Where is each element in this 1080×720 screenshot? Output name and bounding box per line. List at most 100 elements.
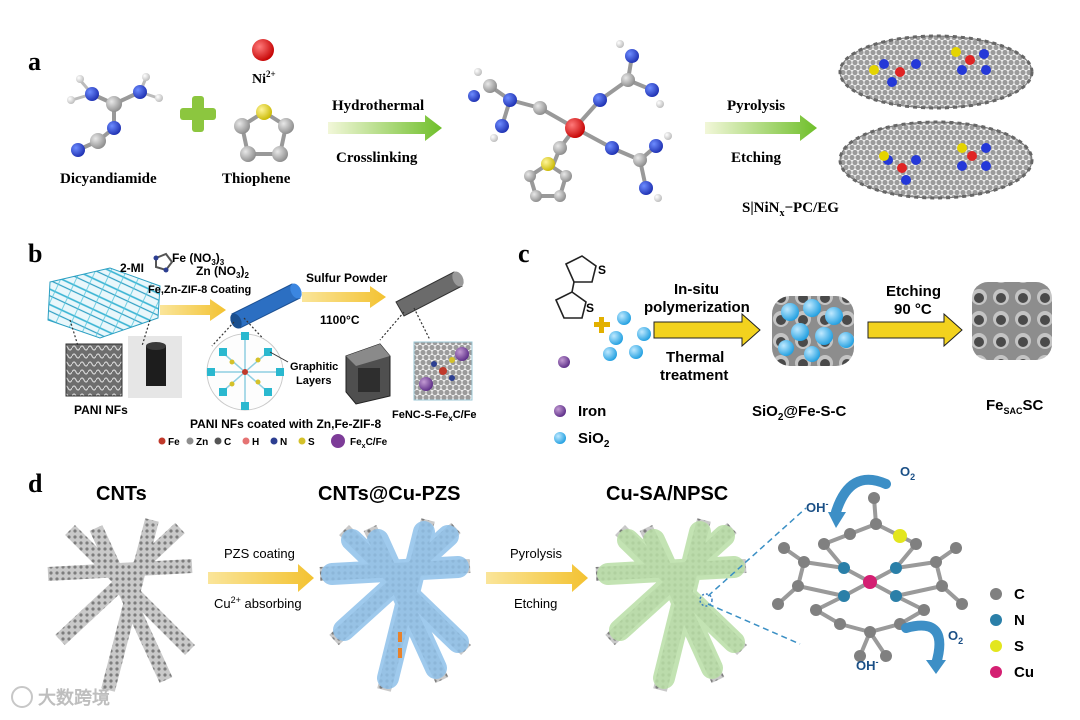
graphitic-pointer (269, 351, 289, 363)
legend-b-label-s: S (308, 437, 315, 448)
fenc-cube (345, 343, 391, 405)
mol-atom-s (893, 529, 907, 543)
mol-atom-c (798, 556, 810, 568)
product-label-a: S|NiNx−PC/EG (742, 200, 839, 219)
porous-carbon-block (972, 282, 1052, 360)
legend-iron-label: Iron (578, 403, 606, 420)
watermark: 大数跨境 (11, 686, 110, 708)
panel-c-letter: c (518, 239, 530, 268)
thiophene-s2: S (586, 301, 594, 315)
pyrolysis-label: Pyrolysis (727, 98, 785, 114)
dicyandiamide-label: Dicyandiamide (60, 171, 157, 187)
legend-d-dot-c (990, 588, 1002, 600)
pani-fiber-mat (47, 267, 161, 339)
sulfur-arrow (302, 286, 386, 308)
2mi-label: 2-MI (120, 261, 144, 275)
cnt-star-green (595, 518, 747, 692)
etching-arrow-c (867, 312, 963, 348)
mol-atom-n (838, 562, 850, 574)
etching-label: Etching (731, 150, 782, 166)
sulfur-label: Sulfur Powder (306, 271, 388, 285)
legend-b-dot-h (242, 437, 250, 445)
insitu-label: In-situ (674, 281, 719, 298)
legend-d-label-c: C (1014, 586, 1025, 603)
product-label-c1: SiO2@Fe-S-C (752, 403, 847, 423)
pzs-coating-arrow (208, 564, 314, 592)
sio2-balls (603, 311, 651, 361)
thiophene-s1: S (598, 263, 606, 277)
graphene-sheet-bottom (838, 120, 1034, 200)
watermark-logo-icon (11, 686, 33, 708)
mol-atom-n (890, 590, 902, 602)
dotted-connectors-b (69, 307, 431, 347)
legend-b-dot-fexc (331, 434, 345, 448)
mol-atom-c (930, 556, 942, 568)
thiophene-label: Thiophene (222, 171, 291, 187)
mol-atom-c (950, 542, 962, 554)
nickel-ion-ball (252, 39, 274, 61)
mol-atom-c (834, 618, 846, 630)
crosslinking-label: Crosslinking (336, 150, 418, 166)
polymerization-arrow (653, 312, 761, 348)
pzs-coating-label: PZS coating (224, 546, 295, 561)
panel-d: d CNTs CNTs@Cu-PZS Cu-SA/NPSC PZS coatin… (28, 464, 1034, 692)
mol-atom-n (838, 590, 850, 602)
imidazole-icon (153, 252, 174, 273)
mol-atom-c (844, 528, 856, 540)
cu-sa-molecular-structure (772, 492, 968, 662)
temp-label-c: 90 °C (894, 301, 932, 318)
graphene-sheet-top (838, 34, 1034, 110)
legend-d-dot-n (990, 614, 1002, 626)
legend-d-dot-cu (990, 666, 1002, 678)
coating-arrow (160, 299, 226, 321)
legend-d-label-cu: Cu (1014, 664, 1034, 681)
mol-atom-c (818, 538, 830, 550)
mol-atom-c (936, 580, 948, 592)
mol-atom-n (890, 562, 902, 574)
fe-nitrate-label: Fe (NO3)3 (172, 251, 225, 267)
cu-absorbing-label: Cu2+ absorbing (214, 595, 302, 611)
zoom-lines (707, 507, 807, 645)
o2-top-label: O2 (900, 464, 915, 482)
cnt-star-coated (319, 518, 471, 692)
mol-atom-cu (863, 575, 877, 589)
legend-b-label-c: C (224, 437, 231, 448)
legend-b-dot-c (214, 437, 222, 445)
oh-top-label: OH- (806, 499, 829, 515)
thermal-label: Thermal (666, 349, 724, 366)
product-label-c2: FeSACSC (986, 397, 1044, 416)
polymerization-label: polymerization (644, 299, 750, 316)
mol-atom-c (868, 492, 880, 504)
dicyandiamide-molecule (67, 73, 163, 157)
pyrolysis-arrow (705, 115, 817, 141)
legend-b-label-n: N (280, 437, 287, 448)
watermark-text: 大数跨境 (38, 687, 110, 708)
legend-b-dot-n (270, 437, 278, 445)
panel-b: b Fe (NO3)3 Zn (NO3)2 2-MI Fe,Zn-ZIF-8 C… (28, 239, 477, 450)
mol-atom-c (854, 650, 866, 662)
mol-atom-c (956, 598, 968, 610)
carbonized-tube (395, 271, 464, 317)
legend-b-dot-s (298, 437, 306, 445)
treatment-label: treatment (660, 367, 728, 384)
cnt-star-bare (47, 518, 195, 692)
graphitic-label-1: Graphitic (290, 361, 338, 373)
panel-a: a Dicyandiamide (28, 34, 1034, 219)
mol-atom-c (778, 542, 790, 554)
thiophene-molecule (234, 104, 294, 162)
legend-sio2-label: SiO2 (578, 430, 610, 450)
mol-atom-c (910, 538, 922, 550)
oh-bottom-label: OH- (856, 657, 879, 673)
cnts-title: CNTs (96, 483, 147, 505)
legend-d-label-s: S (1014, 638, 1024, 655)
legend-iron-ball (554, 405, 566, 417)
graphitic-label-2: Layers (296, 375, 331, 387)
legend-b-dot-fe (158, 437, 166, 445)
cnts-cu-pzs-title: CNTs@Cu-PZS (318, 483, 460, 505)
cu-sa-npsc-title: Cu-SA/NPSC (606, 483, 728, 505)
legend-b-label-fexc: FexC/Fe (350, 437, 388, 450)
mol-atom-c (880, 650, 892, 662)
